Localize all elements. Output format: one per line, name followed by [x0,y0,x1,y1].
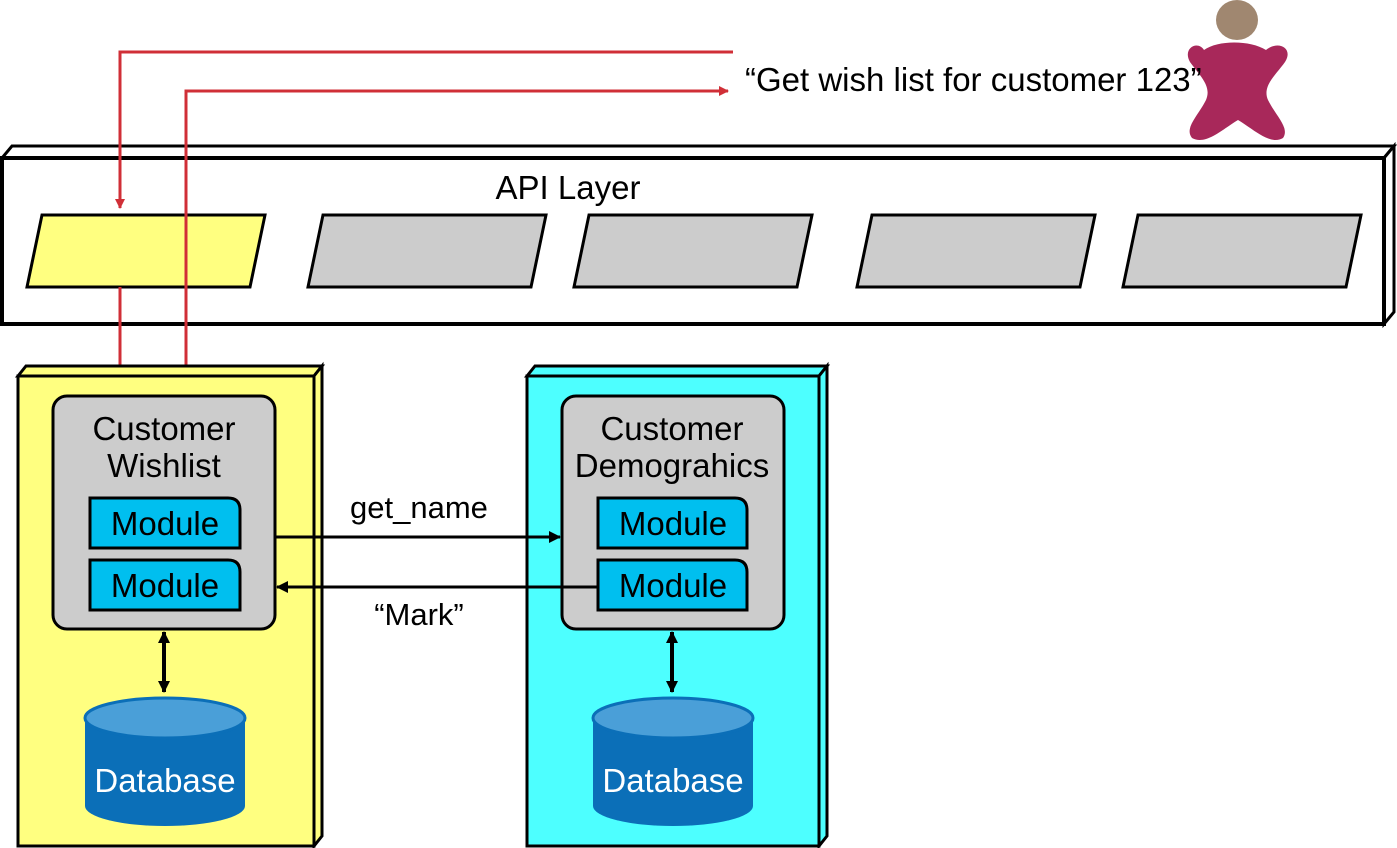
request-text: “Get wish list for customer 123” [745,61,1202,98]
service-name-line2: Wishlist [107,447,221,484]
call-request-label: get_name [350,490,488,525]
person-icon [1187,0,1288,141]
database-icon [591,696,755,826]
module-label: Module [111,567,219,604]
module-box[interactable] [596,496,749,550]
service-name-line2: Demograhics [575,447,769,484]
module-box[interactable] [88,558,242,612]
service-name-line1: Customer [600,410,743,447]
api-endpoint-5[interactable] [1121,213,1363,289]
api-endpoint-3[interactable] [572,213,814,289]
database-icon [83,696,247,826]
module-label: Module [619,505,727,542]
forward-request-arrow [184,86,729,395]
call-response-label: “Mark” [374,597,464,632]
api-endpoint-wishlist[interactable] [25,213,267,289]
service-name-line1: Customer [92,410,235,447]
database-label: Database [602,762,743,799]
api-endpoint-4[interactable] [855,213,1097,289]
database-label: Database [94,762,235,799]
module-box[interactable] [596,558,749,612]
api-endpoint-2[interactable] [306,213,548,289]
api-layer-title: API Layer [496,169,641,206]
response-arrow [115,50,733,209]
module-box[interactable] [88,496,242,550]
module-label: Module [619,567,727,604]
module-label: Module [111,505,219,542]
